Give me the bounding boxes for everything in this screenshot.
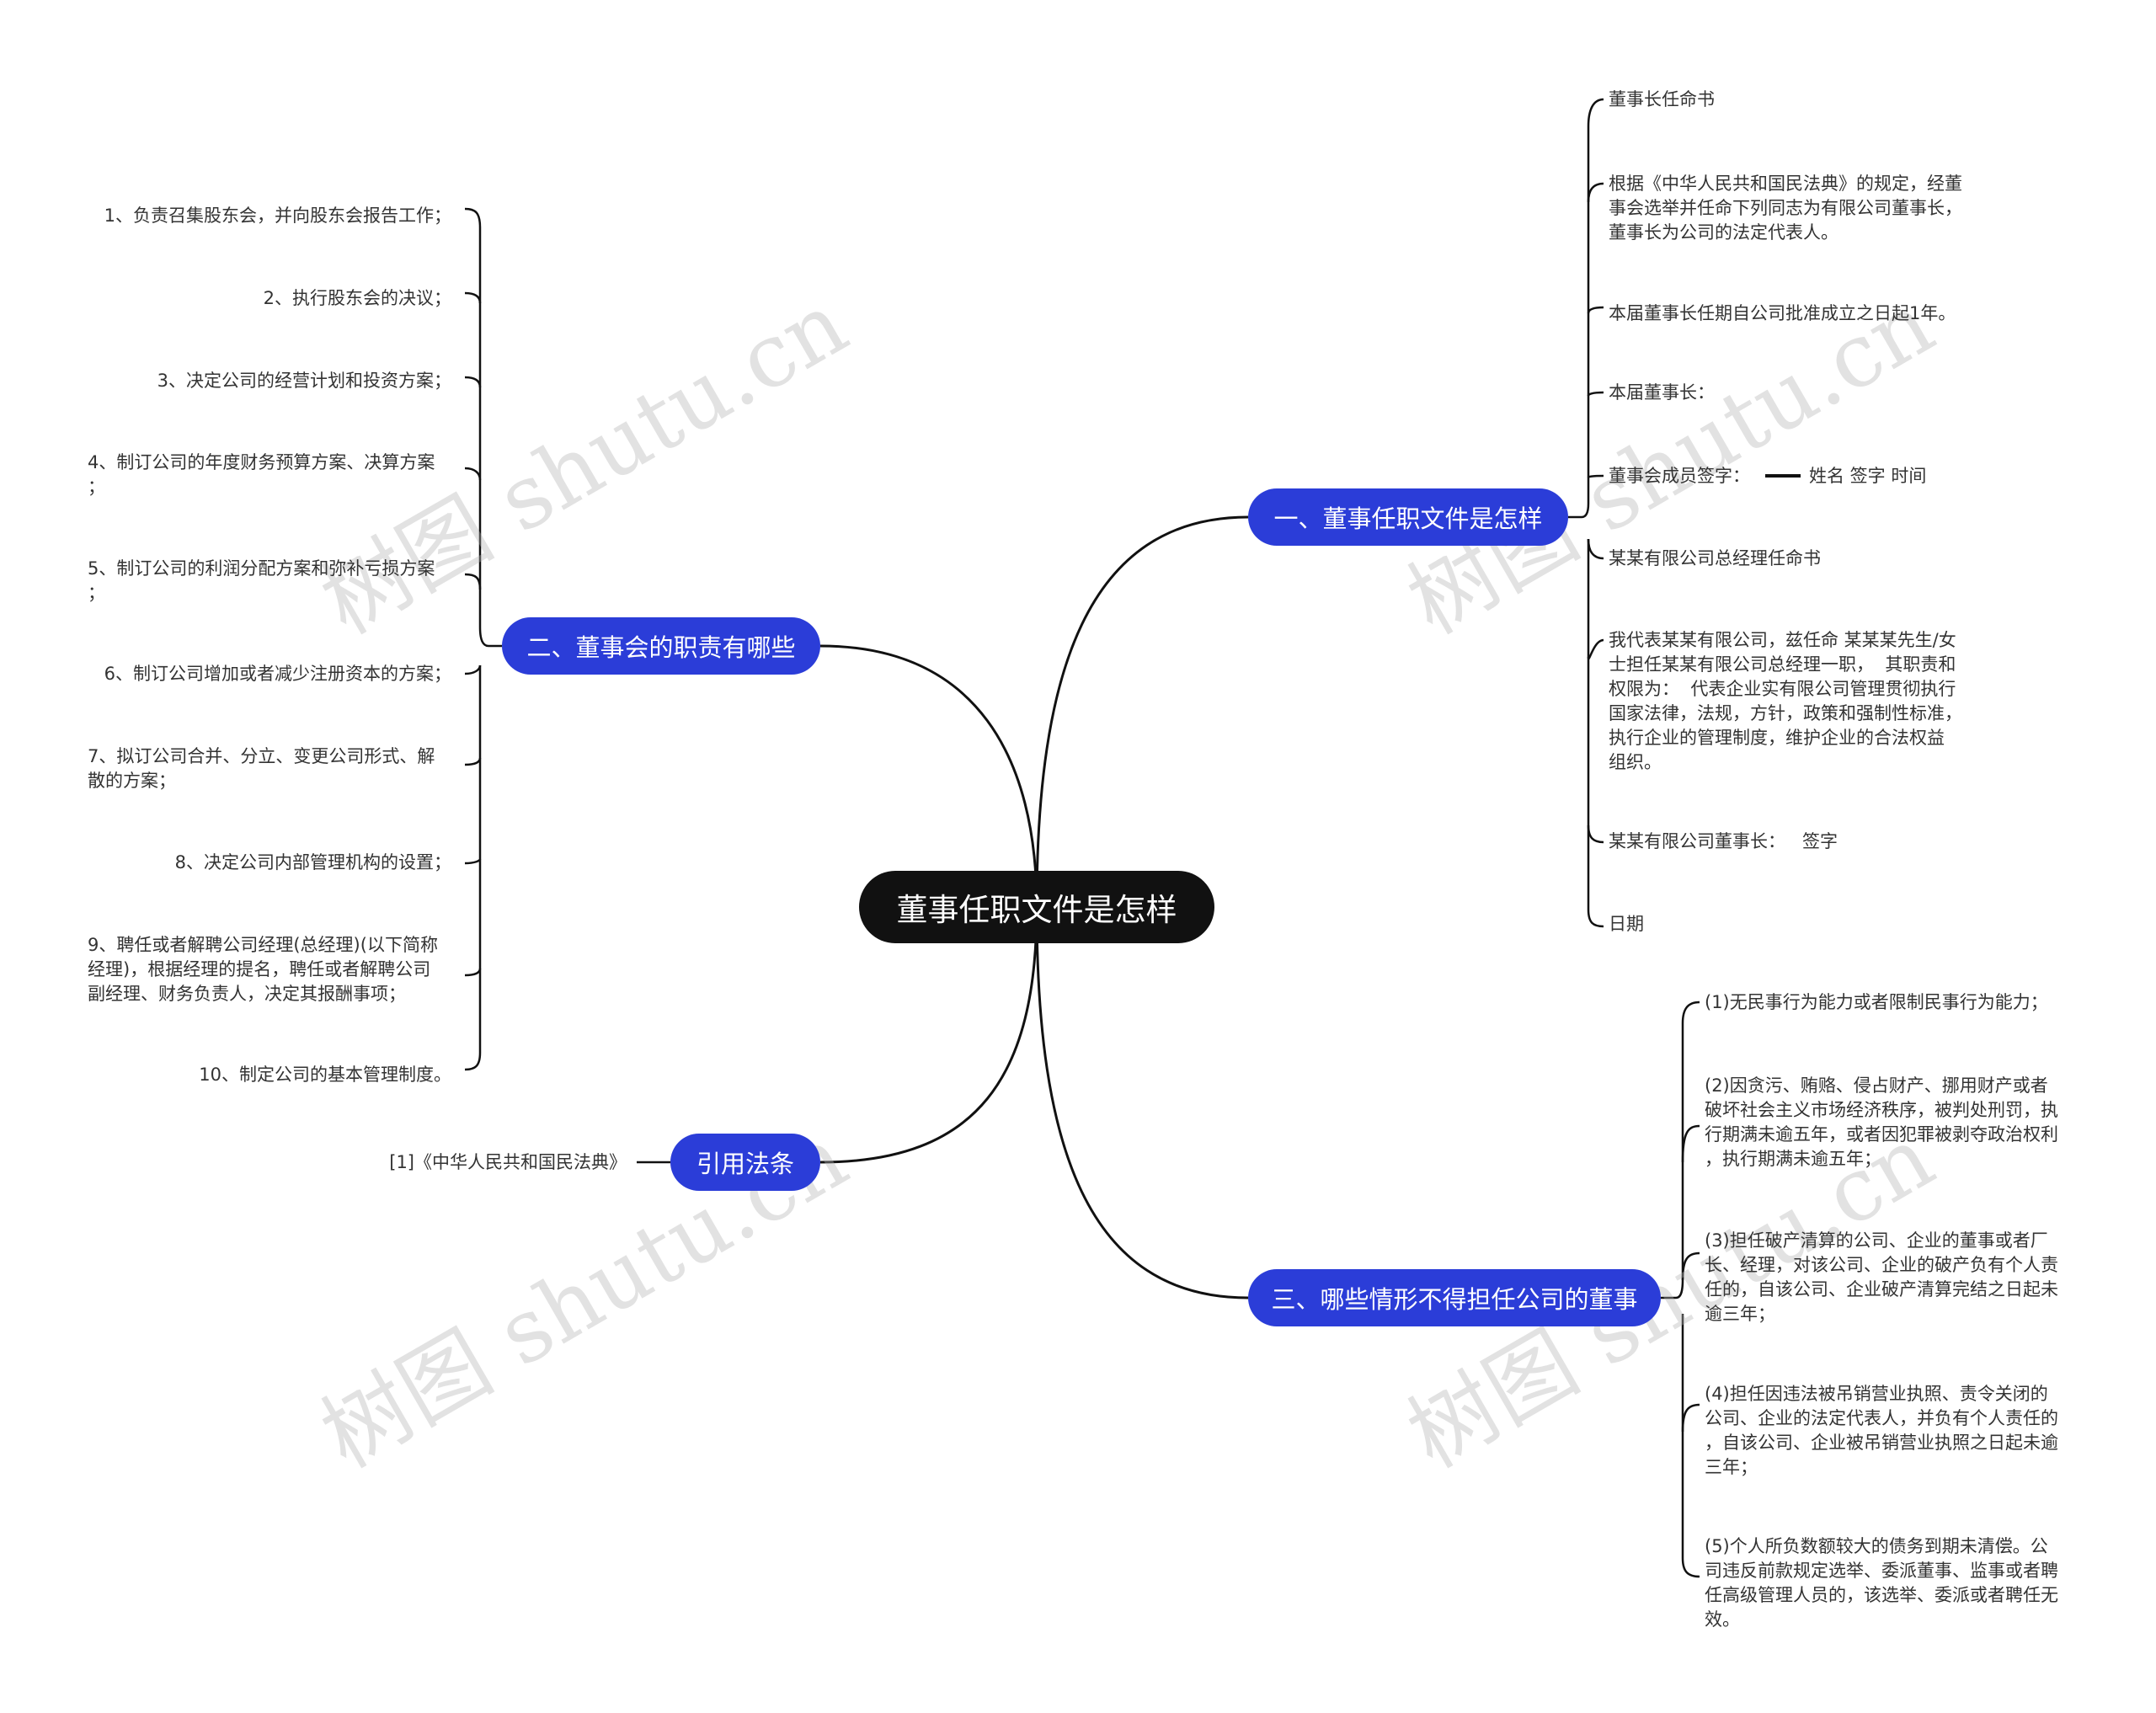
branch1-leaf: 某某有限公司总经理任命书 bbox=[1609, 548, 1821, 568]
branch-node-2[interactable]: 二、董事会的职责有哪些 bbox=[502, 617, 820, 675]
branch-node-1[interactable]: 一、董事任职文件是怎样 bbox=[1248, 488, 1568, 546]
branch-node-3[interactable]: 三、哪些情形不得担任公司的董事 bbox=[1248, 1269, 1661, 1326]
branch3-leaf: (1)无民事行为能力或者限制民事行为能力； bbox=[1705, 992, 2048, 1012]
branch2-leaf: 10、制定公司的基本管理制度。 bbox=[199, 1065, 451, 1085]
branch1-leaf: 日期 bbox=[1609, 914, 1644, 934]
branch2-leaf: 7、拟订公司合并、分立、变更公司形式、解 散的方案； bbox=[88, 746, 435, 791]
branch2-leaf: 5、制订公司的利润分配方案和弥补亏损方案 ； bbox=[88, 558, 435, 603]
branch-node-4[interactable]: 引用法条 bbox=[670, 1134, 820, 1191]
branch4-leaf: [1]《中华人民共和国民法典》 bbox=[389, 1152, 627, 1172]
root-node[interactable]: 董事任职文件是怎样 bbox=[859, 871, 1214, 943]
edge-root-branch1 bbox=[1035, 515, 1249, 908]
branch1-leaf: 根据《中华人民共和国民法典》的规定，经董 事会选举并任命下列同志为有限公司董事长… bbox=[1609, 173, 1962, 243]
branch2-leaf: 8、决定公司内部管理机构的设置； bbox=[174, 852, 451, 873]
branch1-leaf: 某某有限公司董事长： 签字 bbox=[1609, 831, 1838, 851]
edge-root-branch2 bbox=[819, 644, 1038, 908]
branch2-leaf: 2、执行股东会的决议； bbox=[263, 288, 451, 308]
branch1-leaf: 本届董事长： bbox=[1609, 382, 1715, 403]
branch3-leaf: (2)因贪污、贿赂、侵占财产、挪用财产或者 破坏社会主义市场经济秩序，被判处刑罚… bbox=[1705, 1075, 2058, 1169]
branch3-leaf: (5)个人所负数额较大的债务到期未清偿。公 司违反前款规定选举、委派董事、监事或… bbox=[1705, 1536, 2058, 1630]
edge-root-branch3 bbox=[1035, 906, 1249, 1299]
branch2-leaf: 4、制订公司的年度财务预算方案、决算方案 ； bbox=[88, 452, 435, 497]
branch2-leaf: 1、负责召集股东会，并向股东会报告工作； bbox=[104, 205, 451, 226]
branch1-leaf: 董事会成员签字： bbox=[1609, 466, 1750, 486]
branch2-leaf: 9、聘任或者解聘公司经理(总经理)(以下简称 经理)，根据经理的提名，聘任或者解… bbox=[88, 935, 438, 1004]
branch1-leaf: 我代表某某有限公司，兹任命 某某某先生/女 士担任某某有限公司总经理一职， 其职… bbox=[1609, 630, 1962, 772]
branch1-leaf: 董事长任命书 bbox=[1609, 89, 1715, 109]
branch2-leaf: 3、决定公司的经营计划和投资方案； bbox=[157, 371, 451, 391]
branch1-leaf: 本届董事长任期自公司批准成立之日起1年。 bbox=[1609, 303, 1956, 323]
branch3-leaf: (4)担任因违法被吊销营业执照、责令关闭的 公司、企业的法定代表人，并负有个人责… bbox=[1705, 1384, 2058, 1477]
edge-root-branch4 bbox=[819, 906, 1038, 1164]
branch2-leaf: 6、制订公司增加或者减少注册资本的方案； bbox=[104, 664, 451, 684]
branch3-leaf: (3)担任破产清算的公司、企业的董事或者厂 长、经理，对该公司、企业的破产负有个… bbox=[1705, 1230, 2058, 1324]
branch1-subleaf: 姓名 签字 时间 bbox=[1809, 466, 1927, 486]
